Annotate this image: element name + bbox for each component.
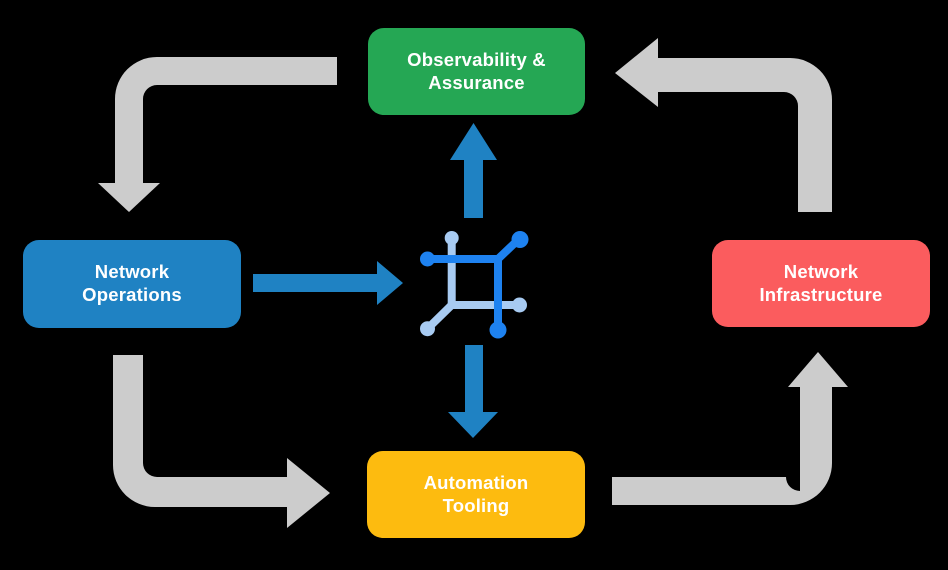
node-label-line: Operations — [82, 284, 182, 305]
arrow-center-to-observability — [450, 123, 497, 218]
node-label-line: Network — [783, 260, 859, 282]
node-automation-tooling: Automation Tooling — [367, 451, 585, 538]
node-label-line: Automation — [423, 471, 529, 493]
arrow-operations-to-center — [253, 261, 403, 305]
node-label-line: Assurance — [428, 71, 525, 93]
node-network-operations: Network Operations — [23, 240, 241, 328]
node-network-infrastructure: Network Infrastructure — [712, 240, 930, 327]
node-label-line: Tooling — [442, 494, 510, 516]
arrow-infrastructure-to-observability — [615, 38, 832, 212]
arrow-operations-to-automation — [113, 355, 330, 528]
arrow-observability-to-operations — [98, 57, 337, 212]
node-observability-assurance: Observability & Assurance — [368, 28, 585, 115]
arrow-center-to-automation — [448, 345, 498, 438]
arrow-automation-to-infrastructure — [612, 352, 848, 505]
node-label-line: Network — [94, 261, 170, 283]
network-mesh-icon — [420, 231, 529, 339]
node-label-line: Observability & — [407, 48, 546, 70]
node-label-line: Infrastructure — [759, 283, 883, 305]
